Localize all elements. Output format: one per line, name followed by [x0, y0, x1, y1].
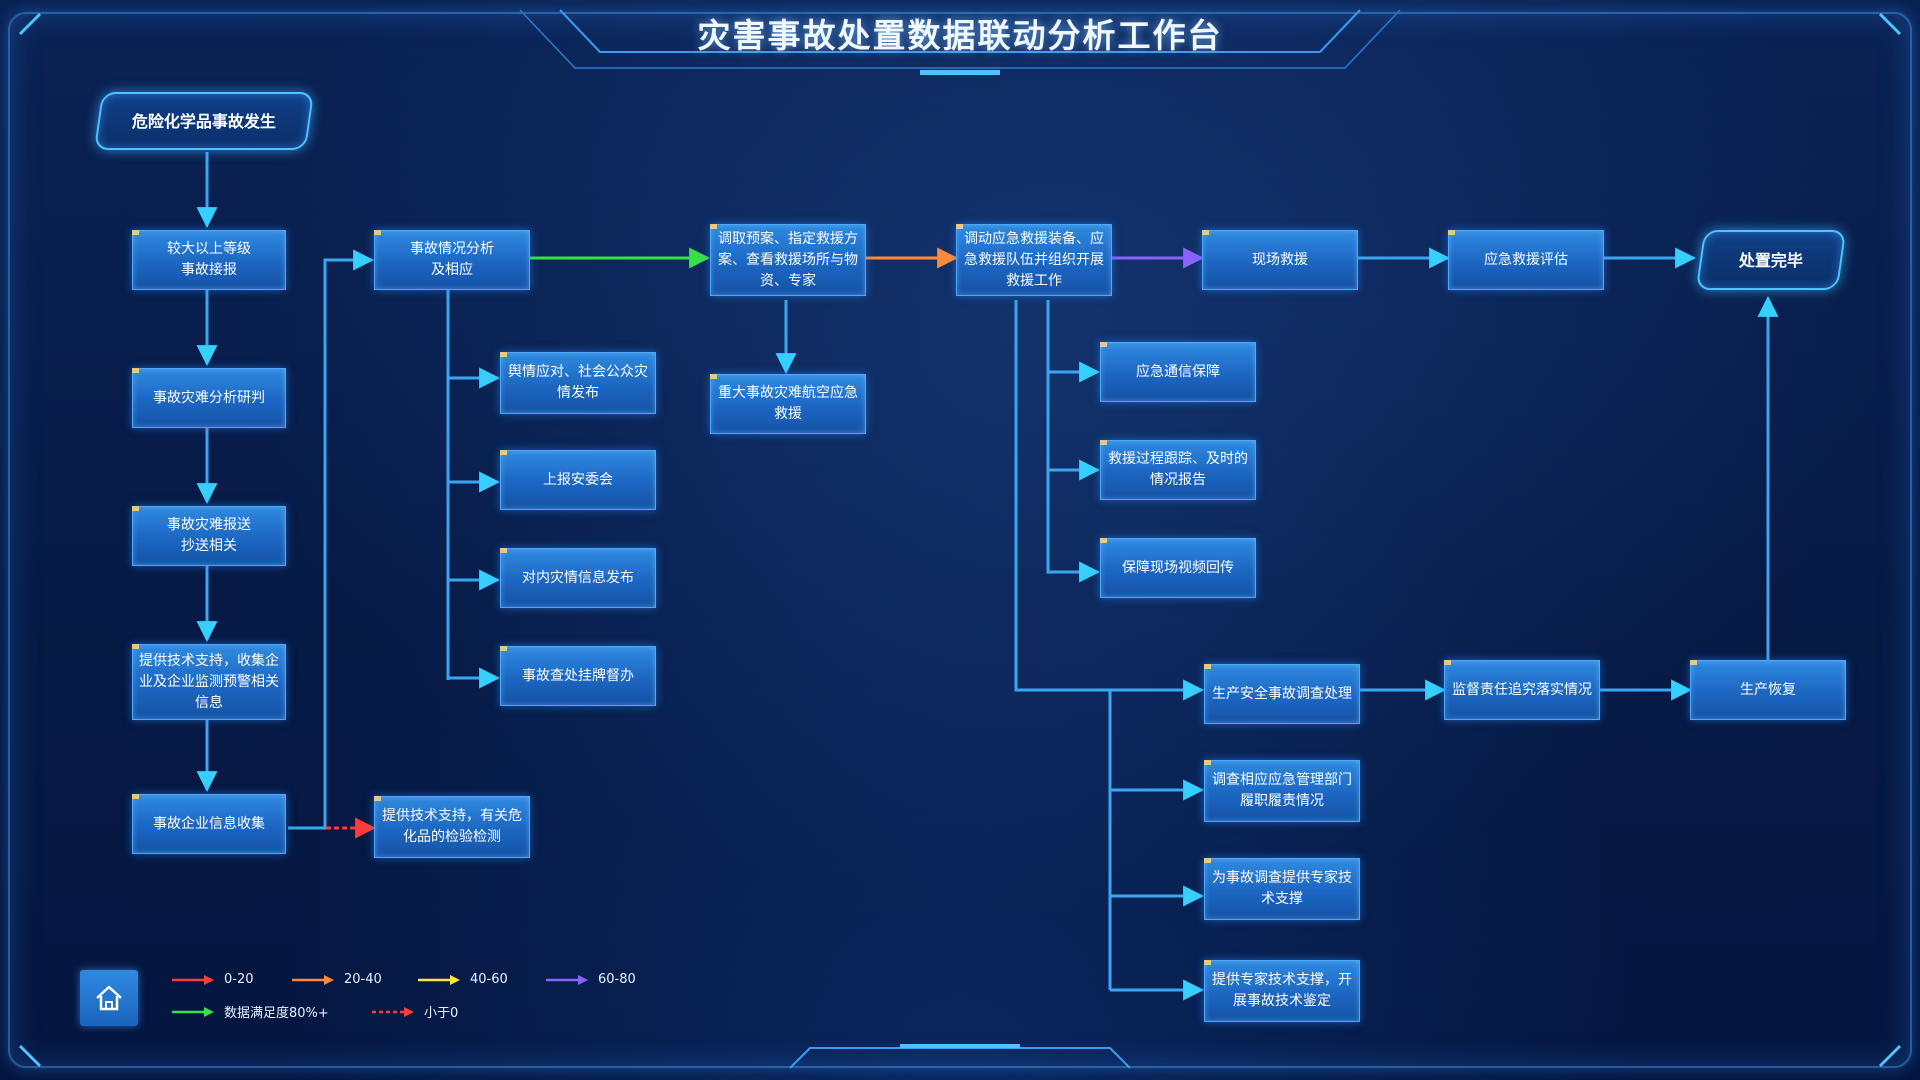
- page-title: 灾害事故处置数据联动分析工作台: [697, 16, 1223, 55]
- legend-swatch: [172, 1006, 214, 1017]
- legend-item: 60-80: [546, 972, 636, 987]
- node-expert-appraisal[interactable]: 提供专家技术支撑，开 展事故技术鉴定: [1204, 960, 1360, 1022]
- legend-swatch: [292, 974, 334, 985]
- legend-item: 小于0: [372, 1002, 458, 1021]
- home-icon: [96, 985, 122, 1011]
- node-tech-support-test[interactable]: 提供技术支持，有关危 化品的检验检测: [374, 796, 530, 858]
- legend-item: 20-40: [292, 972, 382, 987]
- node-production-recovery[interactable]: 生产恢复: [1690, 660, 1846, 720]
- node-internal-release[interactable]: 对内灾情信息发布: [500, 548, 656, 608]
- legend-label: 20-40: [344, 972, 382, 987]
- node-rescue-evaluation[interactable]: 应急救援评估: [1448, 230, 1604, 290]
- node-supervision[interactable]: 事故查处挂牌督办: [500, 646, 656, 706]
- legend-item: 40-60: [418, 972, 508, 987]
- node-accountability[interactable]: 监督责任追究落实情况: [1444, 660, 1600, 720]
- legend-label: 小于0: [424, 1006, 459, 1021]
- node-safety-investigation[interactable]: 生产安全事故调查处理: [1204, 664, 1360, 724]
- node-report-cc[interactable]: 事故灾难报送 抄送相关: [132, 506, 286, 566]
- node-enterprise-info[interactable]: 事故企业信息收集: [132, 794, 286, 854]
- legend-label: 60-80: [598, 972, 636, 987]
- node-dispatch-equipment[interactable]: 调动应急救援装备、应 急救援队伍并组织开展 救援工作: [956, 224, 1112, 296]
- node-report-major[interactable]: 较大以上等级 事故接报: [132, 230, 286, 290]
- legend-label: 40-60: [470, 972, 508, 987]
- node-public-opinion[interactable]: 舆情应对、社会公众灾 情发布: [500, 352, 656, 414]
- node-process-tracking[interactable]: 救援过程跟踪、及时的 情况报告: [1100, 440, 1256, 500]
- node-complete[interactable]: 处置完毕: [1695, 230, 1847, 290]
- node-plan-retrieval[interactable]: 调取预案、指定救援方 案、查看救援场所与物 资、专家: [710, 224, 866, 296]
- legend-swatch: [172, 974, 214, 985]
- legend-swatch: [546, 974, 588, 985]
- legend-label: 数据满足度80%+: [224, 1006, 329, 1021]
- legend-swatch: [372, 1006, 414, 1017]
- legend-label: 0-20: [224, 972, 254, 987]
- node-air-rescue[interactable]: 重大事故灾难航空应急 救援: [710, 374, 866, 434]
- edge-info-situation: [288, 249, 375, 830]
- node-report-safety-committee[interactable]: 上报安委会: [500, 450, 656, 510]
- node-start[interactable]: 危险化学品事故发生: [93, 92, 315, 150]
- node-analysis-study[interactable]: 事故灾难分析研判: [132, 368, 286, 428]
- node-expert-support[interactable]: 为事故调查提供专家技 术支撑: [1204, 858, 1360, 920]
- node-onsite-rescue[interactable]: 现场救援: [1202, 230, 1358, 290]
- legend-swatch: [418, 974, 460, 985]
- node-video-return[interactable]: 保障现场视频回传: [1100, 538, 1256, 598]
- node-dept-investigation[interactable]: 调查相应应急管理部门 履职履责情况: [1204, 760, 1360, 822]
- home-button[interactable]: [80, 970, 138, 1026]
- legend-item: 数据满足度80%+: [172, 1002, 329, 1021]
- node-tech-support-collect[interactable]: 提供技术支持，收集企 业及企业监测预警相关 信息: [132, 644, 286, 720]
- legend-item: 0-20: [172, 972, 254, 987]
- node-situation-analysis[interactable]: 事故情况分析 及相应: [374, 230, 530, 290]
- outer-frame: [8, 12, 1912, 1068]
- node-comm-support[interactable]: 应急通信保障: [1100, 342, 1256, 402]
